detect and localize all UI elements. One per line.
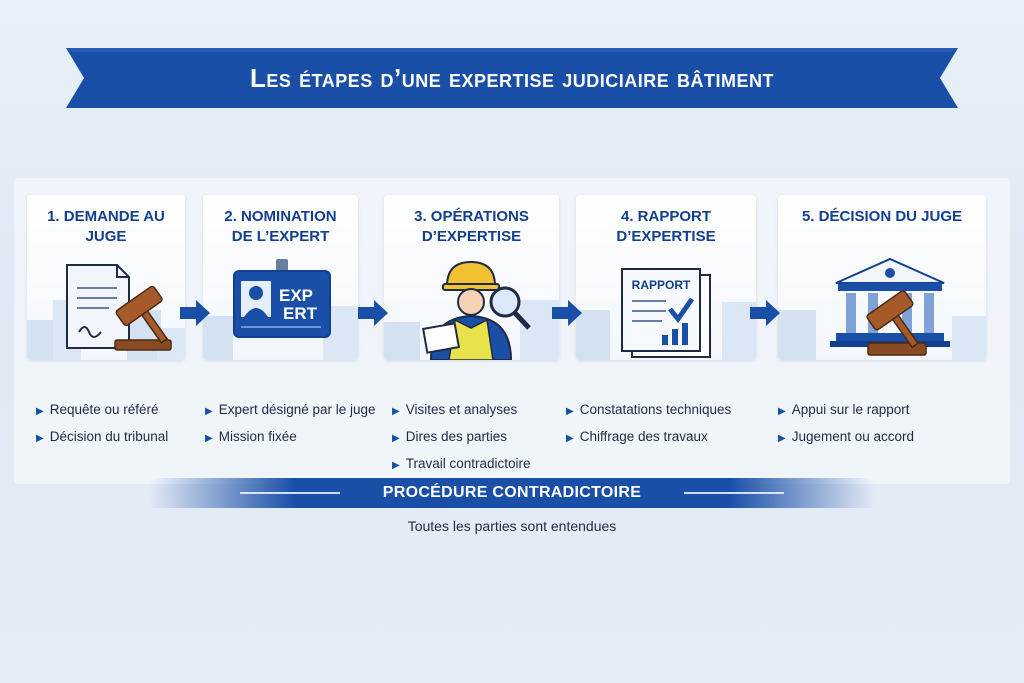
step-card-4: 4. Rapport d’expertise RAPPORT bbox=[576, 195, 756, 360]
step-2-bullets: ▶Expert désigné par le juge ▶Mission fix… bbox=[205, 397, 376, 451]
report-document-icon: RAPPORT bbox=[621, 268, 711, 358]
list-item: ▶Chiffrage des travaux bbox=[566, 429, 708, 444]
city-skyline bbox=[778, 310, 986, 360]
title-banner: Les étapes d’une expertise judiciaire bâ… bbox=[66, 48, 958, 108]
step-title-2: 2. Nomination de l’expert bbox=[224, 208, 337, 245]
list-item: ▶Décision du tribunal bbox=[36, 429, 169, 444]
arrow-right-icon bbox=[180, 300, 210, 326]
step-title-5: 5. Décision du juge bbox=[801, 208, 963, 225]
bullet-triangle-icon: ▶ bbox=[778, 433, 786, 444]
step-card-5: 5. Décision du juge bbox=[778, 195, 986, 360]
arrow-right-icon bbox=[358, 300, 388, 326]
page-title: Les étapes d’une expertise judiciaire bâ… bbox=[250, 62, 774, 93]
courthouse-gavel-icon bbox=[830, 257, 950, 356]
bullet-triangle-icon: ▶ bbox=[392, 433, 400, 444]
step-card-1: 1. Demande au juge bbox=[27, 195, 185, 360]
step-card-3: 3. Opérations d’expertise bbox=[384, 195, 559, 360]
gavel-document-icon bbox=[66, 264, 172, 351]
bullet-triangle-icon: ▶ bbox=[205, 433, 213, 444]
expert-badge-icon: EXP ERT bbox=[233, 259, 331, 338]
arrow-right-icon bbox=[750, 300, 780, 326]
step-title-3: 3. Opérations d’expertise bbox=[414, 208, 529, 245]
bullet-triangle-icon: ▶ bbox=[566, 433, 574, 444]
bullet-triangle-icon: ▶ bbox=[566, 406, 574, 417]
list-item: ▶Visites et analyses bbox=[392, 402, 518, 417]
bullet-triangle-icon: ▶ bbox=[36, 433, 44, 444]
procedure-label: Procédure contradictoire bbox=[382, 484, 642, 501]
step-4-bullets: ▶Constatations techniques ▶Chiffrage des… bbox=[566, 397, 731, 451]
arrow-right-icon bbox=[552, 300, 582, 326]
badge-text-2: ERT bbox=[283, 304, 318, 323]
list-item: ▶Mission fixée bbox=[205, 429, 297, 444]
inspector-magnifier-icon bbox=[422, 260, 531, 360]
list-item: ▶Requête ou référé bbox=[36, 402, 159, 417]
bullet-triangle-icon: ▶ bbox=[392, 406, 400, 417]
list-item: ▶Dires des parties bbox=[392, 429, 507, 444]
report-label: RAPPORT bbox=[632, 278, 691, 292]
list-item: ▶Constatations techniques bbox=[566, 402, 732, 417]
step-1-bullets: ▶Requête ou référé ▶Décision du tribunal bbox=[36, 397, 168, 451]
bullet-triangle-icon: ▶ bbox=[778, 406, 786, 417]
procedure-subtitle: Toutes les parties sont entendues bbox=[407, 518, 617, 534]
step-3-bullets: ▶Visites et analyses ▶Dires des parties … bbox=[392, 397, 531, 478]
list-item: ▶Jugement ou accord bbox=[778, 429, 915, 444]
list-item: ▶Travail contradictoire bbox=[392, 456, 531, 471]
bullet-triangle-icon: ▶ bbox=[205, 406, 213, 417]
step-card-2: 2. Nomination de l’expert EXP ERT bbox=[203, 195, 358, 360]
bullet-triangle-icon: ▶ bbox=[392, 460, 400, 471]
step-5-bullets: ▶Appui sur le rapport ▶Jugement ou accor… bbox=[778, 397, 914, 451]
step-title-4: 4. Rapport d’expertise bbox=[616, 208, 716, 245]
step-title-1: 1. Demande au juge bbox=[47, 208, 165, 245]
badge-text-1: EXP bbox=[279, 286, 313, 305]
list-item: ▶Appui sur le rapport bbox=[778, 402, 910, 417]
procedure-ribbon bbox=[150, 478, 874, 508]
banner-ribbon bbox=[66, 48, 958, 108]
procedure-bar: Procédure contradictoire bbox=[150, 478, 874, 508]
bullet-triangle-icon: ▶ bbox=[36, 406, 44, 417]
list-item: ▶Expert désigné par le juge bbox=[205, 402, 376, 417]
